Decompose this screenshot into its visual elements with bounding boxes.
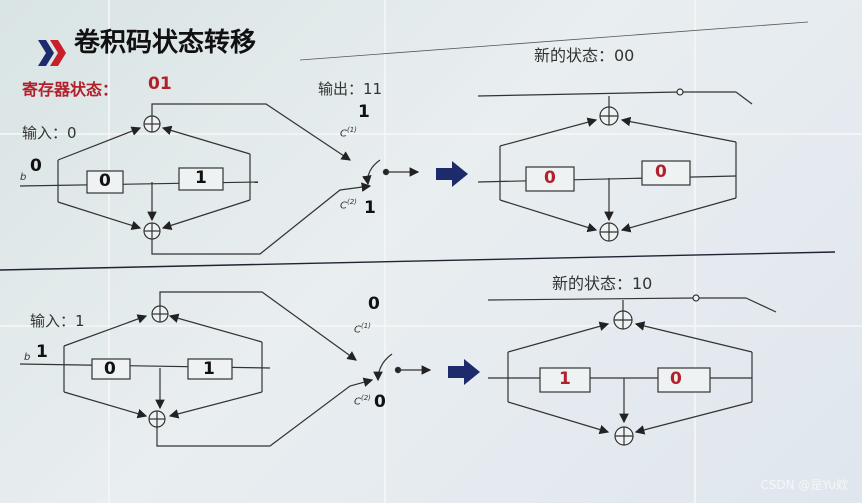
c2-bit: 0	[374, 392, 386, 412]
input-bit: 0	[30, 156, 42, 176]
b-symbol: b	[20, 172, 26, 183]
new-state-label: 新的状态：10	[552, 270, 652, 294]
input-label: 输入：0	[22, 122, 77, 143]
register-cell: 1	[203, 359, 215, 379]
output-label: 输出：11	[318, 78, 382, 99]
b-symbol: b	[24, 352, 30, 363]
c2-bit: 1	[364, 198, 376, 218]
c1-bit: 0	[368, 294, 380, 314]
register-cell: 0	[104, 359, 116, 379]
c1-symbol: C(1)	[340, 126, 357, 139]
c2-symbol: C(2)	[340, 198, 357, 211]
transition-arrow	[448, 359, 480, 385]
c1-bit: 1	[358, 102, 370, 122]
register-cell: 0	[670, 369, 682, 389]
register-cell: 0	[99, 171, 111, 191]
input-bit: 1	[36, 342, 48, 362]
register-cell: 0	[544, 168, 556, 188]
new-state-label: 新的状态：00	[534, 42, 634, 66]
register-cell: 0	[655, 162, 667, 182]
watermark: CSDN @是Yu欸	[760, 476, 848, 493]
register-cell: 1	[559, 369, 571, 389]
register-cell: 1	[195, 168, 207, 188]
c1-symbol: C(1)	[354, 322, 371, 335]
transition-arrow	[436, 161, 468, 187]
c2-symbol: C(2)	[354, 394, 371, 407]
input-label: 输入：1	[30, 310, 85, 331]
